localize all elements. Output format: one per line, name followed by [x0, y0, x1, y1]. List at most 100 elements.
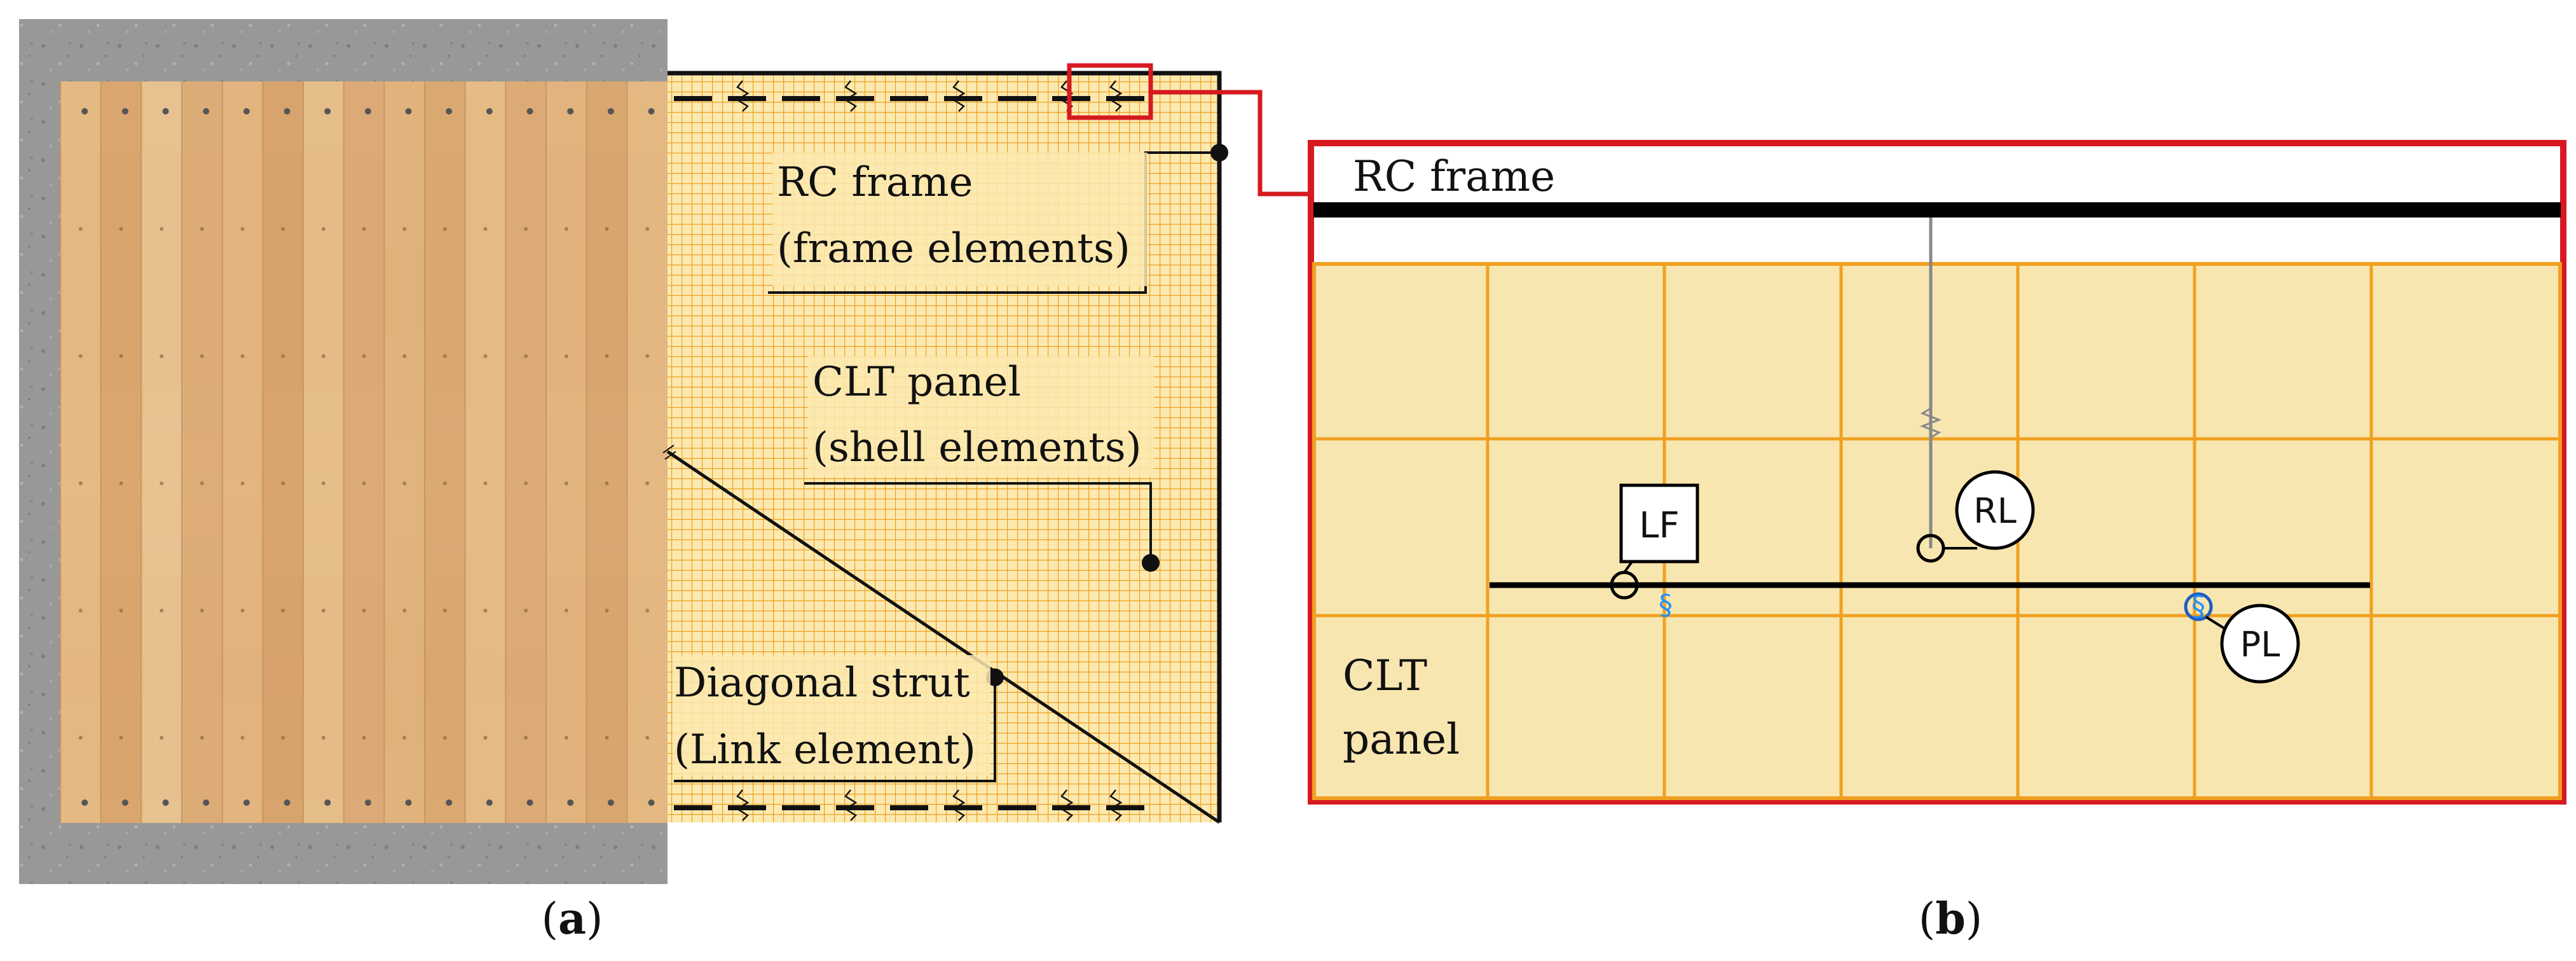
link-dash — [944, 96, 982, 101]
screw — [121, 108, 128, 114]
fastener — [605, 227, 609, 231]
fastener — [442, 227, 447, 231]
link-dash — [782, 805, 820, 810]
pl-callout-circle — [2220, 604, 2300, 684]
link-dash — [836, 96, 874, 101]
fastener — [564, 736, 568, 740]
panel-b: RC frame § § LF RL PL CLT panel ( — [1308, 140, 2566, 944]
caption-a: (a) — [541, 894, 603, 944]
zoom-clt-label-line2: panel — [1343, 715, 1460, 764]
caption-b: (b) — [1919, 894, 1983, 944]
fastener — [78, 736, 83, 740]
screw — [284, 108, 291, 114]
screw — [648, 799, 655, 806]
clt-panel-photo — [60, 81, 668, 823]
link-dash — [836, 805, 874, 810]
fastener — [362, 481, 366, 485]
zoom-rc-frame-label: RC frame — [1353, 152, 1555, 201]
timber-board — [60, 81, 101, 823]
rc-frame-label-line2: (frame elements) — [777, 225, 1130, 272]
fastener — [442, 354, 447, 358]
screw — [162, 108, 169, 114]
clt-panel-label-line2: (shell elements) — [812, 424, 1142, 471]
fastener — [483, 227, 488, 231]
fastener — [442, 481, 447, 485]
clt-panel-label-line1: CLT panel — [812, 359, 1021, 406]
screw — [203, 108, 210, 114]
link-spring — [844, 80, 858, 112]
fastener — [402, 354, 407, 358]
link-dash — [782, 96, 820, 101]
fastener — [321, 227, 325, 231]
screw — [364, 108, 371, 114]
fastener — [442, 736, 447, 740]
panel-a: RC frame (frame elements) CLT panel (she… — [19, 19, 1311, 944]
screw — [162, 799, 169, 806]
fastener — [281, 609, 285, 612]
fastener — [645, 481, 650, 485]
zoom-clt-panel — [1312, 262, 2562, 800]
fastener — [483, 354, 488, 358]
screw — [243, 799, 250, 806]
zoom-clt-label-line1: CLT — [1343, 651, 1427, 700]
screw — [567, 108, 574, 114]
screw — [203, 799, 210, 806]
link-spring — [1109, 80, 1123, 112]
timber-board — [627, 81, 668, 823]
pl-label: PL — [2240, 625, 2280, 665]
bottom-link-row — [674, 789, 1144, 821]
link-dash — [944, 805, 982, 810]
fastener — [605, 354, 609, 358]
fastener — [160, 736, 164, 740]
strut-leader — [674, 677, 996, 782]
fastener — [281, 736, 285, 740]
fastener — [321, 736, 325, 740]
fastener — [605, 736, 609, 740]
link-dash — [890, 96, 928, 101]
fastener — [119, 227, 123, 231]
screw-rows — [78, 108, 655, 806]
fastener — [524, 609, 528, 612]
timber-board — [425, 81, 465, 823]
fastener — [200, 354, 204, 358]
link-dash — [1106, 96, 1144, 101]
link-spring — [736, 789, 750, 821]
fastener — [321, 354, 325, 358]
fastener — [524, 227, 528, 231]
clt-panel-marker — [1142, 554, 1160, 572]
fastener — [524, 354, 528, 358]
timber-board — [222, 81, 263, 823]
screw — [486, 799, 493, 806]
screw — [648, 108, 655, 114]
fastener — [483, 481, 488, 485]
screw — [324, 108, 331, 114]
fastener — [160, 227, 164, 231]
clt-panel-leader — [804, 482, 1152, 563]
timber-board — [465, 81, 506, 823]
timber-board — [182, 81, 223, 823]
link-dash — [728, 96, 766, 101]
connector-icon-left: § — [1659, 589, 1673, 621]
link-spring — [844, 789, 858, 821]
fastener — [240, 481, 245, 485]
fastener — [240, 227, 245, 231]
rc-frame-marker — [1210, 144, 1228, 162]
fastener — [362, 354, 366, 358]
fastener — [281, 354, 285, 358]
timber-board — [343, 81, 385, 823]
screw — [607, 799, 614, 806]
screw — [405, 799, 412, 806]
fastener — [119, 481, 123, 485]
link-dash — [1052, 805, 1090, 810]
screw — [405, 108, 412, 114]
fastener — [119, 609, 123, 612]
fastener — [483, 609, 488, 612]
fastener — [240, 609, 245, 612]
fastener — [564, 227, 568, 231]
fastener — [78, 227, 83, 231]
screw — [526, 108, 533, 114]
fastener — [321, 481, 325, 485]
screw — [446, 108, 453, 114]
timber-board — [546, 81, 587, 823]
fastener — [564, 609, 568, 612]
